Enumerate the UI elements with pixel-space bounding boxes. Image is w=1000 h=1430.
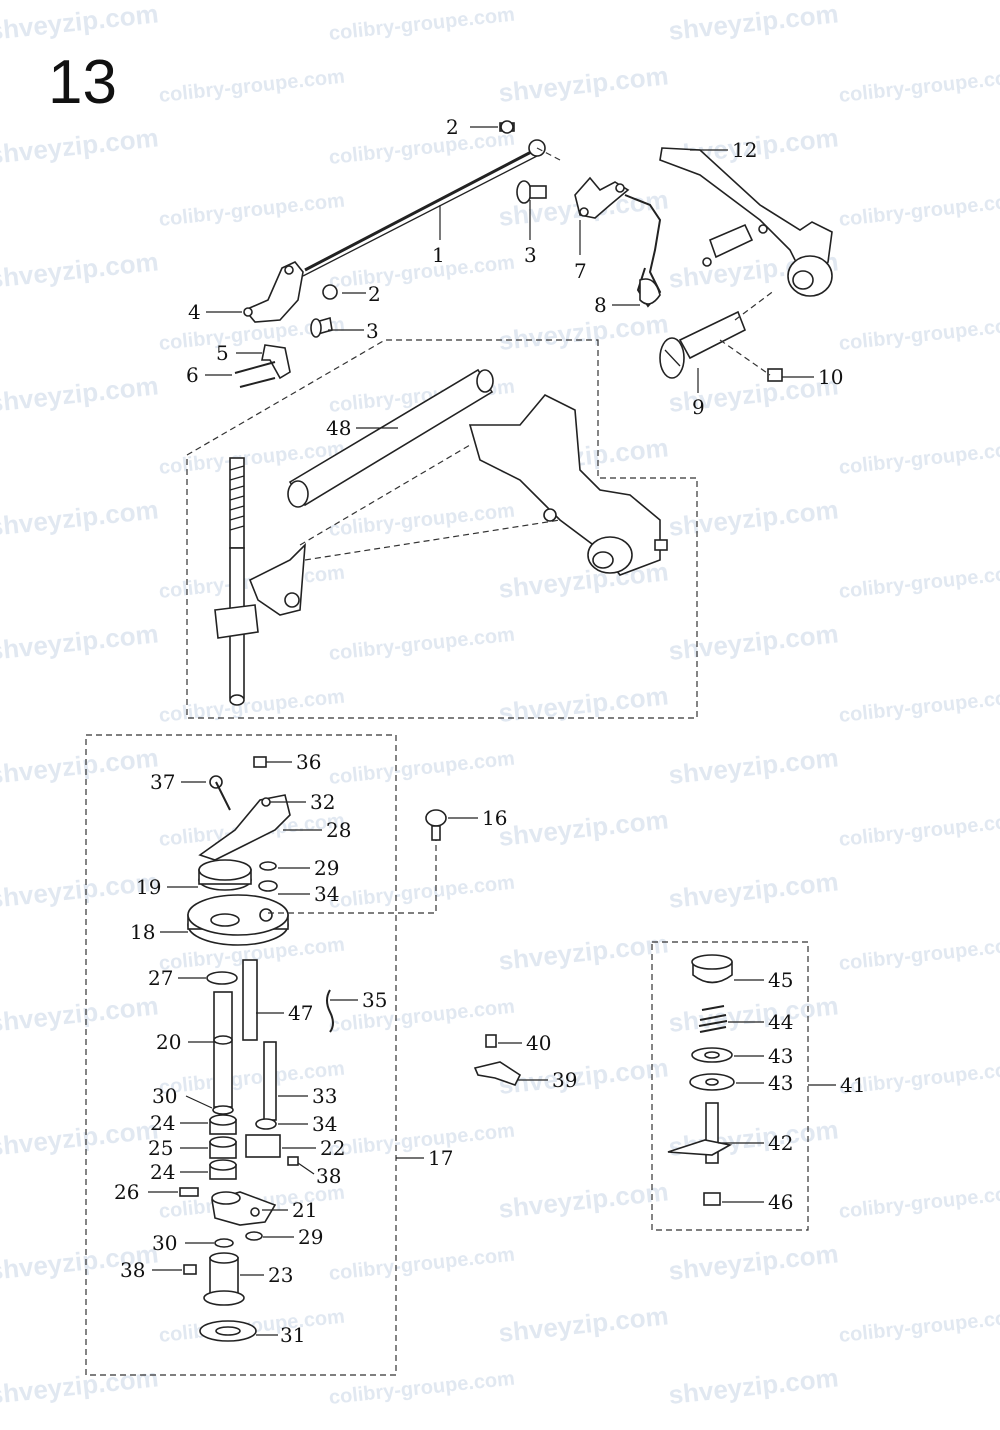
label-33: 33 (312, 1084, 337, 1108)
label-19: 19 (136, 875, 161, 899)
label-23: 23 (268, 1263, 293, 1287)
page-number: 13 (48, 48, 117, 117)
label-12: 12 (732, 138, 757, 162)
label-29: 29 (298, 1225, 323, 1249)
label-26: 26 (114, 1180, 139, 1204)
label-34: 34 (312, 1112, 337, 1136)
label-41: 41 (840, 1073, 865, 1097)
label-7: 7 (574, 259, 587, 283)
label-40: 40 (526, 1031, 551, 1055)
label-3: 3 (524, 243, 537, 267)
label-35: 35 (362, 988, 387, 1012)
label-45: 45 (768, 968, 793, 992)
label-21: 21 (292, 1198, 317, 1222)
label-46: 46 (768, 1190, 793, 1214)
label-31: 31 (280, 1323, 305, 1347)
frame-assembly (186, 339, 698, 719)
label-24: 24 (150, 1160, 175, 1184)
upper-linkage (234, 120, 833, 388)
label-3: 3 (366, 319, 379, 343)
label-18: 18 (130, 920, 155, 944)
label-42: 42 (768, 1131, 793, 1155)
label-9: 9 (692, 395, 705, 419)
label-16: 16 (482, 806, 507, 830)
label-32: 32 (310, 790, 335, 814)
label-5: 5 (216, 341, 229, 365)
label-29: 29 (314, 856, 339, 880)
looper-assembly (85, 734, 447, 1376)
label-24: 24 (150, 1111, 175, 1135)
thread-guide-parts (473, 1034, 522, 1086)
label-25: 25 (148, 1136, 173, 1160)
label-30: 30 (152, 1231, 177, 1255)
label-38: 38 (316, 1164, 341, 1188)
label-48: 48 (326, 416, 351, 440)
label-4: 4 (188, 300, 201, 324)
label-6: 6 (186, 363, 199, 387)
label-37: 37 (150, 770, 175, 794)
label-22: 22 (320, 1136, 345, 1160)
label-2: 2 (446, 115, 459, 139)
label-10: 10 (818, 365, 843, 389)
label-47: 47 (288, 1001, 313, 1025)
label-2: 2 (368, 282, 381, 306)
label-36: 36 (296, 750, 321, 774)
label-34: 34 (314, 882, 339, 906)
label-8: 8 (594, 293, 607, 317)
label-43: 43 (768, 1044, 793, 1068)
label-27: 27 (148, 966, 173, 990)
leader-lines (148, 126, 836, 1336)
label-20: 20 (156, 1030, 181, 1054)
label-1: 1 (432, 243, 445, 267)
label-43: 43 (768, 1071, 793, 1095)
tension-assembly (651, 941, 809, 1231)
label-28: 28 (326, 818, 351, 842)
label-30: 30 (152, 1084, 177, 1108)
label-44: 44 (768, 1010, 793, 1034)
label-38: 38 (120, 1258, 145, 1282)
label-39: 39 (552, 1068, 577, 1092)
part-labels: 2 1 2 3 4 5 6 3 7 8 12 9 10 48 36 37 32 … (114, 115, 865, 1347)
label-17: 17 (428, 1146, 453, 1170)
